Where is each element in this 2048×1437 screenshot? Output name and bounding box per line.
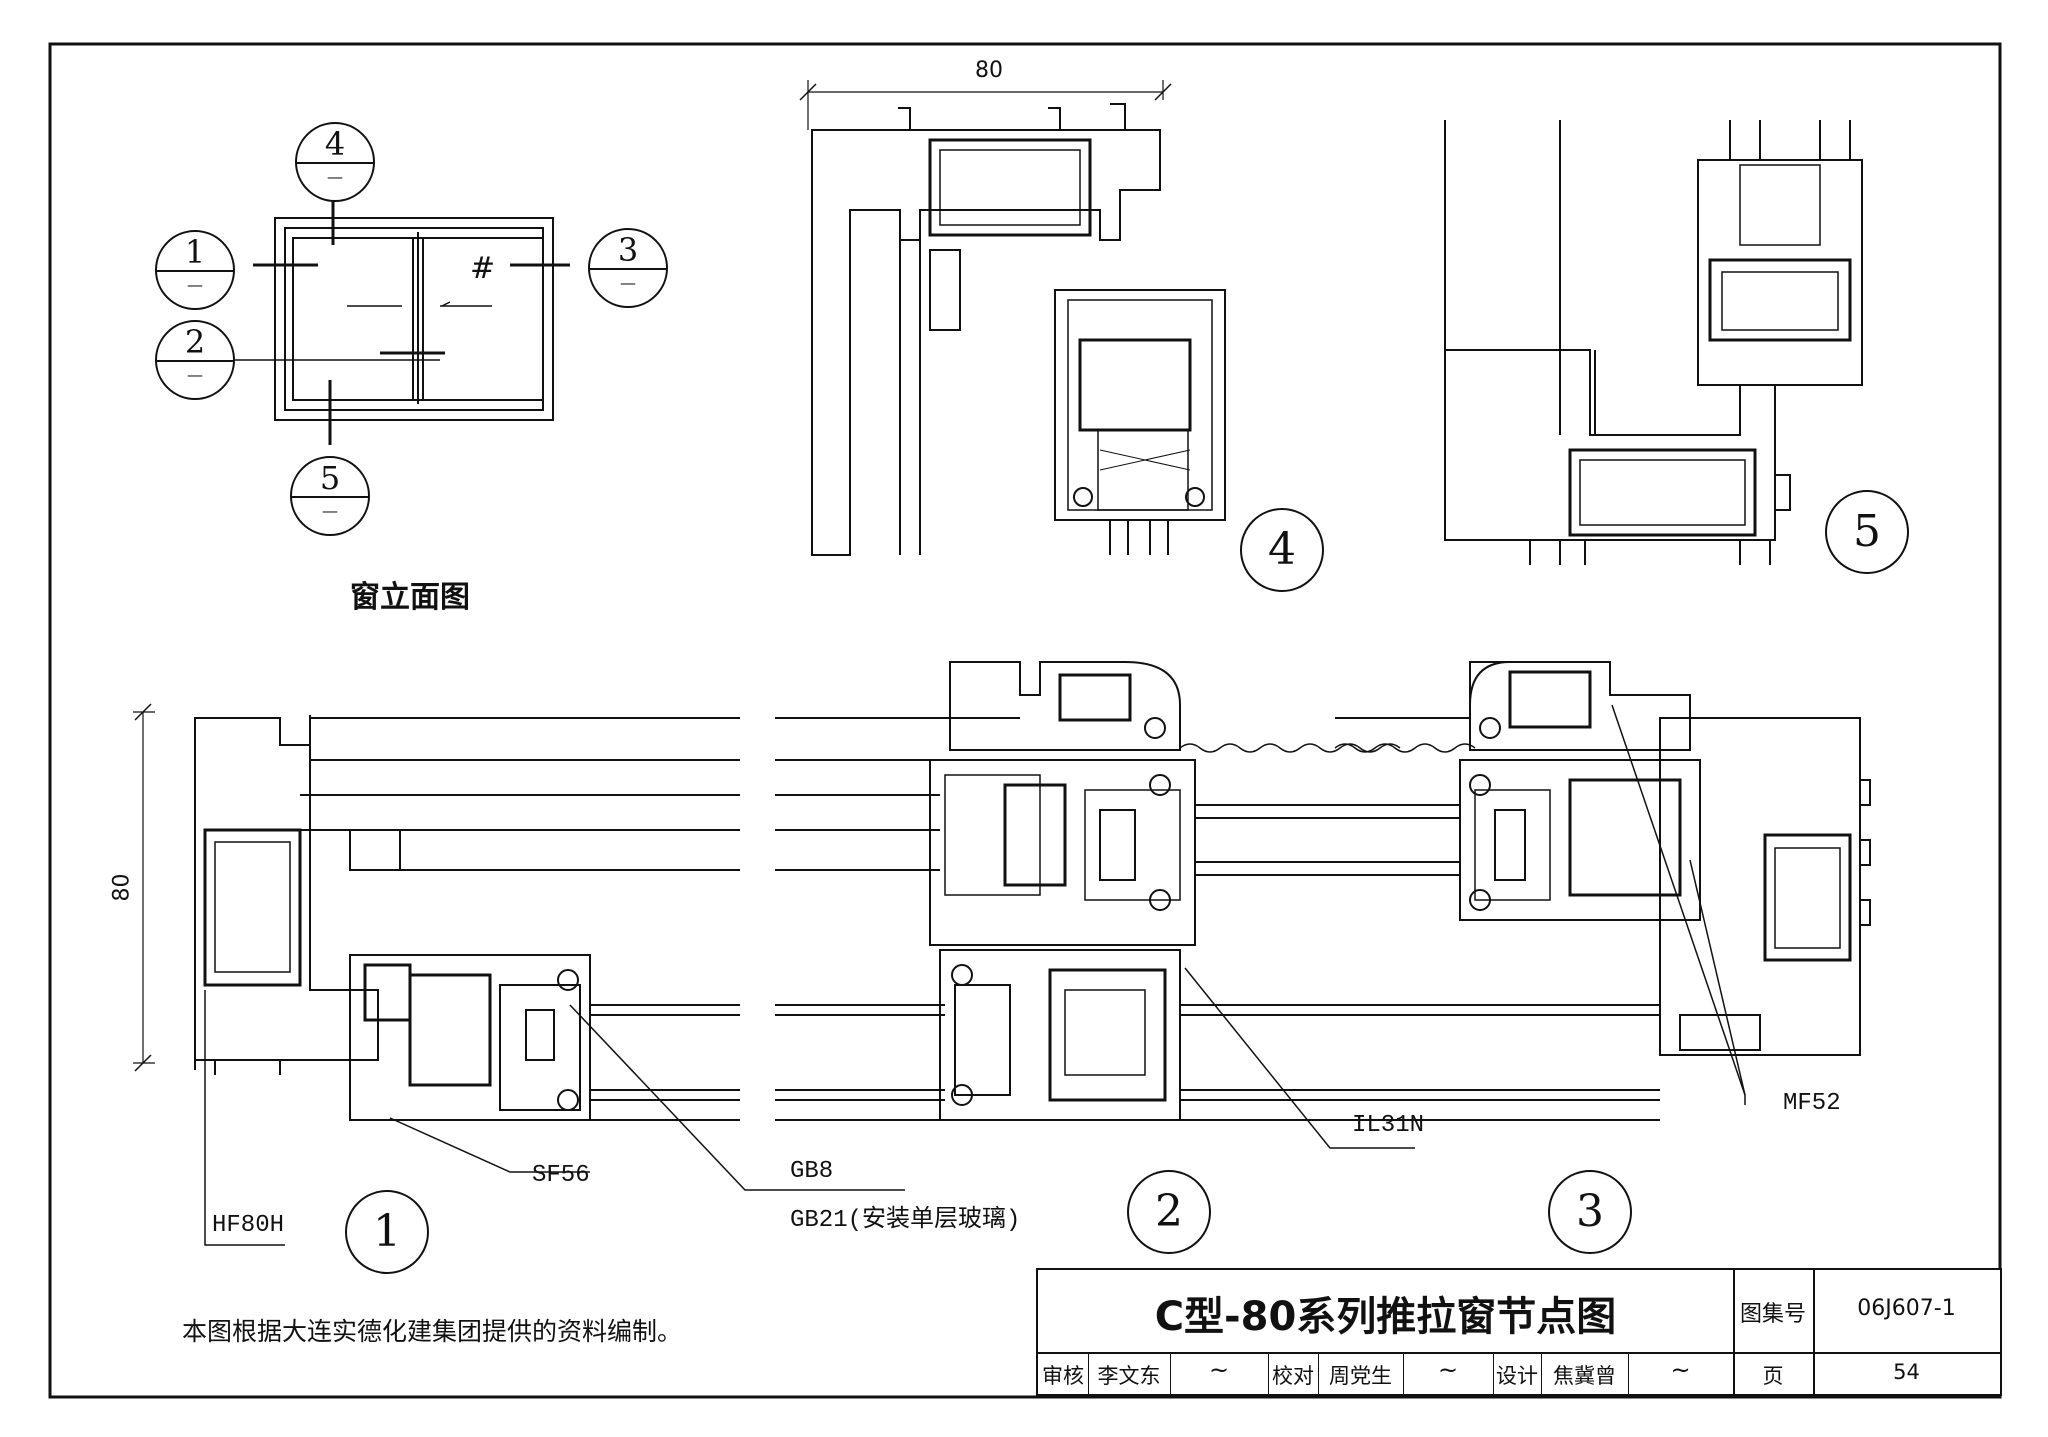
marker-3-sub: —	[620, 273, 636, 292]
label-gb8: GB8	[790, 1158, 834, 1185]
marker-3-number: 3	[617, 231, 639, 269]
section-marker-3: 3 —	[588, 228, 668, 308]
detail-4-drawing	[799, 80, 1226, 556]
atlas-label: 图集号	[1739, 1302, 1806, 1327]
detail-3-number: 3	[1548, 1170, 1632, 1254]
detail-4-number: 4	[1240, 508, 1324, 592]
reviewer-name: 李文东	[1097, 1364, 1161, 1388]
reviewer-signature: ~	[1208, 1356, 1230, 1384]
drawing-title: C型-80系列推拉窗节点图	[1154, 1294, 1617, 1340]
window-elevation: #	[230, 200, 570, 445]
atlas-number: 06J607-1	[1857, 1296, 1956, 1321]
marker-1-number: 1	[184, 233, 206, 271]
section-2-drawing	[775, 661, 1401, 1121]
source-note: 本图根据大连实德化建集团提供的资料编制。	[182, 1317, 683, 1346]
dimension-left: 80	[109, 873, 135, 902]
marker-4-sub: —	[327, 167, 343, 186]
page-number: 54	[1893, 1360, 1920, 1384]
detail-5-number: 5	[1825, 490, 1909, 574]
designer-signature: ~	[1670, 1356, 1691, 1384]
checker-signature: ~	[1437, 1356, 1459, 1384]
checker-name: 周党生	[1329, 1364, 1392, 1388]
label-mf52: MF52	[1783, 1090, 1841, 1117]
marker-1-sub: —	[187, 275, 203, 294]
detail-1-number: 1	[345, 1190, 429, 1274]
design-label: 设计	[1496, 1364, 1538, 1388]
elevation-title: 窗立面图	[350, 580, 470, 615]
label-gb21: GB21(安装单层玻璃)	[790, 1207, 1021, 1234]
fixed-pane-mark: #	[470, 251, 495, 286]
marker-5-number: 5	[319, 459, 341, 497]
sheet-border	[48, 42, 2002, 1399]
leader-lines	[204, 704, 1746, 1246]
check-label: 校对	[1272, 1364, 1314, 1388]
section-1-drawing	[133, 703, 740, 1121]
section-marker-2: 2 —	[155, 320, 235, 400]
marker-5-sub: —	[322, 501, 338, 520]
section-marker-1: 1 —	[155, 230, 235, 310]
marker-4-number: 4	[324, 125, 346, 163]
page-label: 页	[1762, 1364, 1784, 1388]
designer-name: 焦冀曾	[1553, 1364, 1616, 1388]
marker-2-number: 2	[184, 323, 206, 361]
section-marker-5: 5 —	[290, 456, 370, 536]
label-sf56: SF56	[532, 1162, 590, 1189]
label-hf80h: HF80H	[212, 1212, 285, 1239]
section-3-drawing	[1334, 661, 1871, 1121]
label-il31n: IL31N	[1352, 1112, 1425, 1139]
dimension-top: 80	[975, 58, 1003, 83]
title-block: C型-80系列推拉窗节点图 图集号 06J607-1 审核 李文东 ~ 校对 周…	[1036, 1268, 2002, 1396]
detail-5-drawing	[1444, 120, 1863, 565]
section-marker-4: 4 —	[295, 122, 375, 202]
marker-2-sub: —	[187, 365, 203, 384]
detail-2-number: 2	[1127, 1170, 1211, 1254]
review-label: 审核	[1042, 1364, 1084, 1388]
